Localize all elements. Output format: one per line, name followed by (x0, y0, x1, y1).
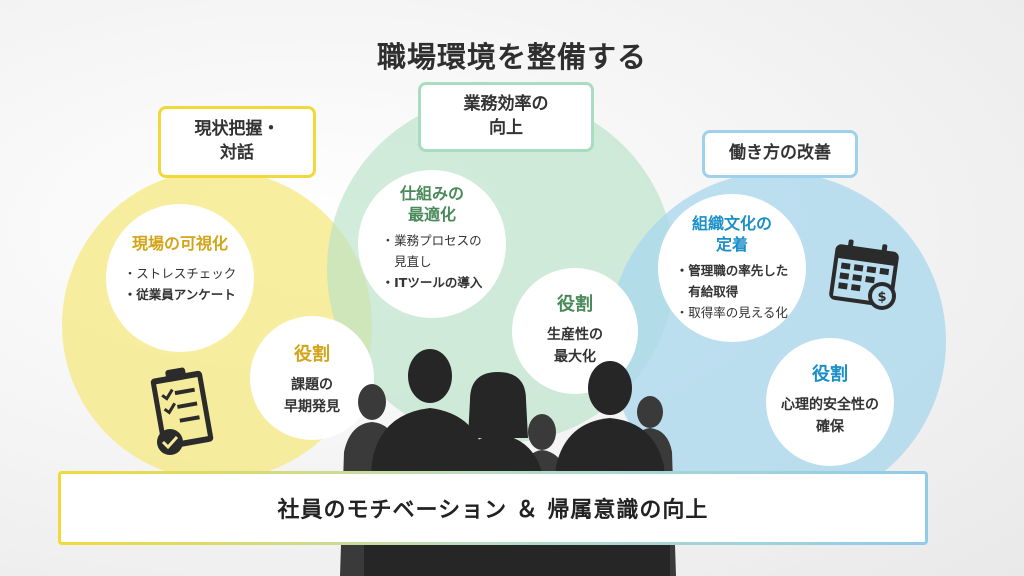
card-optimization: 仕組みの 最適化 ・業務プロセスの 見直し ・ITツールの導入 (358, 170, 506, 318)
calendar-money-icon: $ (829, 239, 899, 310)
card-optimization-title-line1: 仕組みの (399, 184, 464, 203)
card-culture: 組織文化の 定着 ・管理職の率先した 有給取得 ・取得率の見える化 (658, 194, 806, 342)
card-culture-list: ・管理職の率先した 有給取得 ・取得率の見える化 (676, 260, 789, 324)
role-left-line2: 早期発見 (284, 399, 340, 416)
role-middle-text: 生産性の 最大化 (512, 324, 638, 369)
header-left-line1: 現状把握・ (194, 119, 280, 140)
card-optimization-title: 仕組みの 最適化 (358, 184, 506, 226)
role-middle-title: 役割 (557, 294, 593, 315)
bottom-banner: 社員のモチベーション ＆ 帰属意識の向上 (58, 471, 928, 545)
role-right-line1: 心理的安全性の (781, 397, 879, 413)
role-left-title: 役割 (294, 344, 330, 365)
card-optimization-title-line2: 最適化 (407, 204, 456, 224)
list-item: ・ストレスチェック (123, 265, 237, 281)
role-right-title: 役割 (812, 364, 848, 385)
role-right-text: 心理的安全性の 確保 (766, 394, 894, 439)
card-visualization: 現場の可視化 ・ストレスチェック ・従業員アンケート (106, 204, 254, 352)
header-middle-line1: 業務効率の (463, 94, 549, 115)
card-visualization-list: ・ストレスチェック ・従業員アンケート (124, 263, 237, 306)
clipboard-checklist-icon (150, 367, 214, 455)
header-middle-line2: 向上 (489, 118, 523, 138)
header-left: 現状把握・対話 (158, 106, 316, 178)
role-left-text: 課題の 早期発見 (250, 374, 374, 419)
list-item: ・取得率の見える化 (675, 305, 788, 321)
card-culture-title-line2: 定着 (715, 234, 748, 254)
list-item: 有給取得 (675, 283, 739, 299)
svg-text:$: $ (877, 290, 886, 305)
header-right: 働き方の改善 (702, 130, 858, 178)
page-title: 職場環境を整備する (376, 40, 647, 74)
list-item: 見直し (381, 253, 432, 269)
list-item: ・管理職の率先した (675, 262, 789, 278)
people-silhouette-lower (364, 545, 670, 576)
role-right-line2: 確保 (816, 419, 844, 436)
header-left-line2: 対話 (220, 143, 254, 163)
list-item: ・従業員アンケート (123, 287, 236, 303)
list-item: ・ITツールの導入 (381, 275, 483, 291)
card-culture-title: 組織文化の 定着 (658, 214, 806, 256)
role-middle-line2: 最大化 (554, 349, 596, 366)
list-item: ・業務プロセスの (381, 232, 482, 248)
card-optimization-list: ・業務プロセスの 見直し ・ITツールの導入 (382, 230, 483, 294)
card-visualization-title: 現場の可視化 (131, 234, 228, 253)
role-left-line1: 課題の (291, 377, 333, 393)
header-middle: 業務効率の向上 (418, 82, 594, 152)
card-culture-title-line1: 組織文化の (691, 214, 772, 233)
role-left: 役割 課題の 早期発見 (250, 316, 374, 440)
role-middle-line1: 生産性の (547, 327, 603, 343)
role-right: 役割 心理的安全性の 確保 (766, 338, 894, 466)
